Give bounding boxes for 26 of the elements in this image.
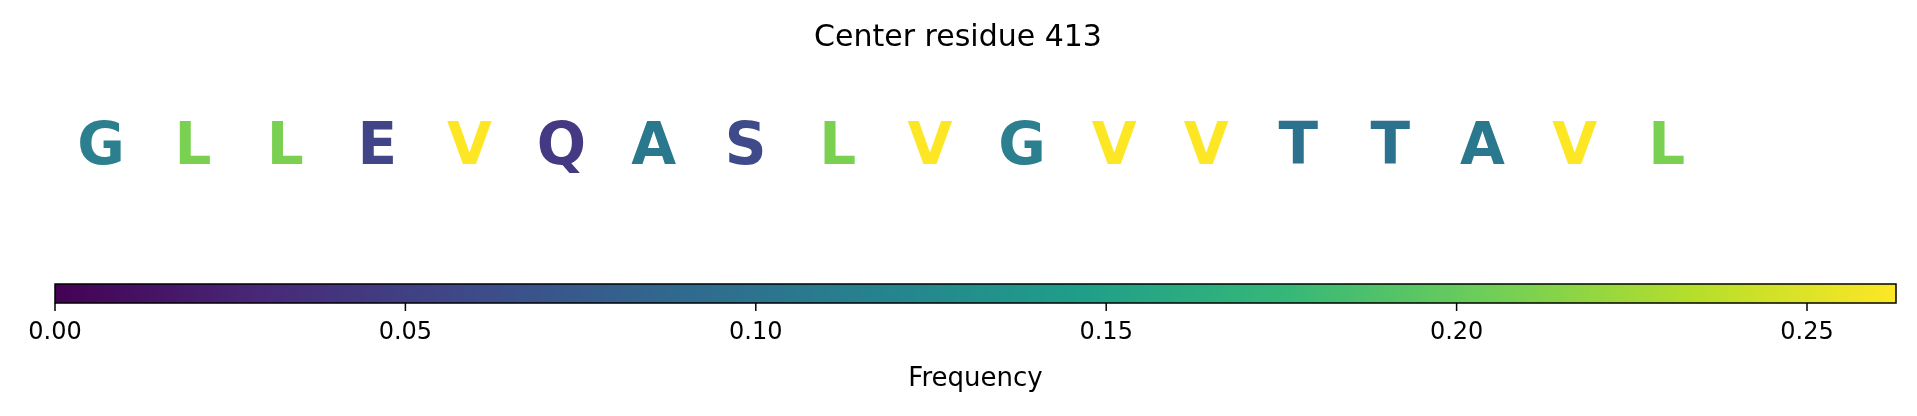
- residue-letter: L: [174, 110, 212, 178]
- residue-letter: V: [1183, 110, 1229, 178]
- tick-label: 0.20: [1429, 317, 1484, 345]
- residue-letter: S: [724, 110, 767, 178]
- residue-letter: A: [1460, 110, 1505, 178]
- tick-label: 0.15: [1079, 317, 1133, 345]
- tick-label: 0.05: [378, 317, 433, 345]
- residue-letter: V: [446, 110, 492, 178]
- residue-letter: Q: [536, 110, 587, 178]
- axis-label: Frequency: [908, 362, 1043, 392]
- residue-letter: T: [1370, 110, 1411, 178]
- residue-letter: T: [1278, 110, 1319, 178]
- residue-letter: G: [998, 110, 1046, 178]
- residue-letter: V: [1091, 110, 1137, 178]
- residue-letter: L: [1648, 110, 1686, 178]
- tick-label: 0.00: [28, 317, 82, 345]
- residue-letter: V: [1552, 110, 1598, 178]
- residue-letter: G: [77, 110, 125, 178]
- tick-label: 0.10: [729, 317, 783, 345]
- residue-letter: L: [266, 110, 304, 178]
- chart-title: Center residue 413: [814, 18, 1102, 53]
- residue-letter: A: [631, 110, 677, 178]
- residue-letter: V: [907, 110, 953, 178]
- residue-letter: L: [819, 110, 857, 178]
- tick-label: 0.25: [1780, 317, 1834, 345]
- residue-letter: E: [357, 110, 398, 178]
